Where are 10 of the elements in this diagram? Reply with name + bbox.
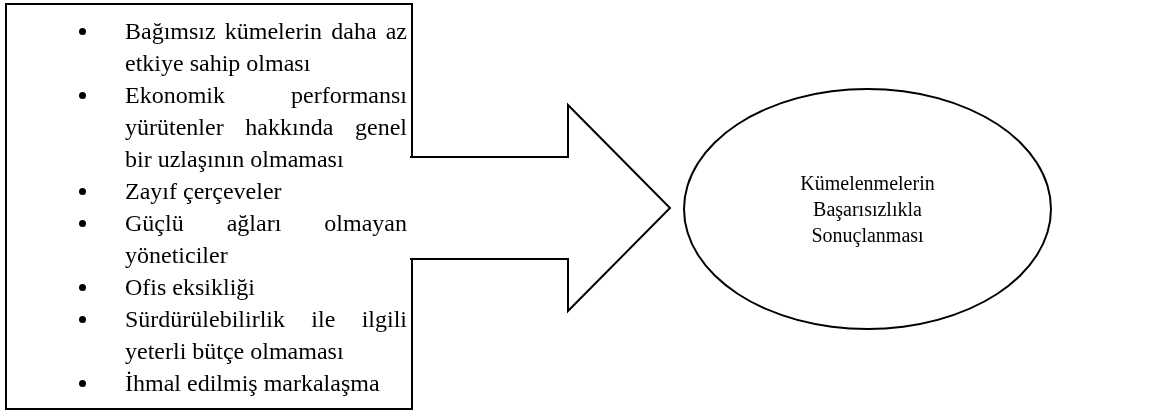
list-box	[5, 3, 413, 410]
list-item: Sürdürülebilirlik ile ilgili yeterli bütçe olmaması	[125, 305, 407, 366]
block-arrow	[409, 102, 672, 314]
node-text: Kümelenmelerin Başarısızlıkla Sonuçlanması	[799, 171, 936, 248]
list-item: İhmal edilmiş markalaşma	[125, 369, 380, 398]
list-item: Bağımsız kümelerin daha az etkiye sahip olması	[125, 17, 407, 78]
list-item: Zayıf çerçeveler	[125, 177, 282, 206]
list-item: Güçlü ağları olmayan yöneticiler	[125, 209, 407, 270]
list-item: Ekonomik performansı yürütenler hakkında genel bir uzlaşının olmaması	[125, 81, 407, 174]
list-item: Ofis eksikliği	[125, 273, 255, 302]
